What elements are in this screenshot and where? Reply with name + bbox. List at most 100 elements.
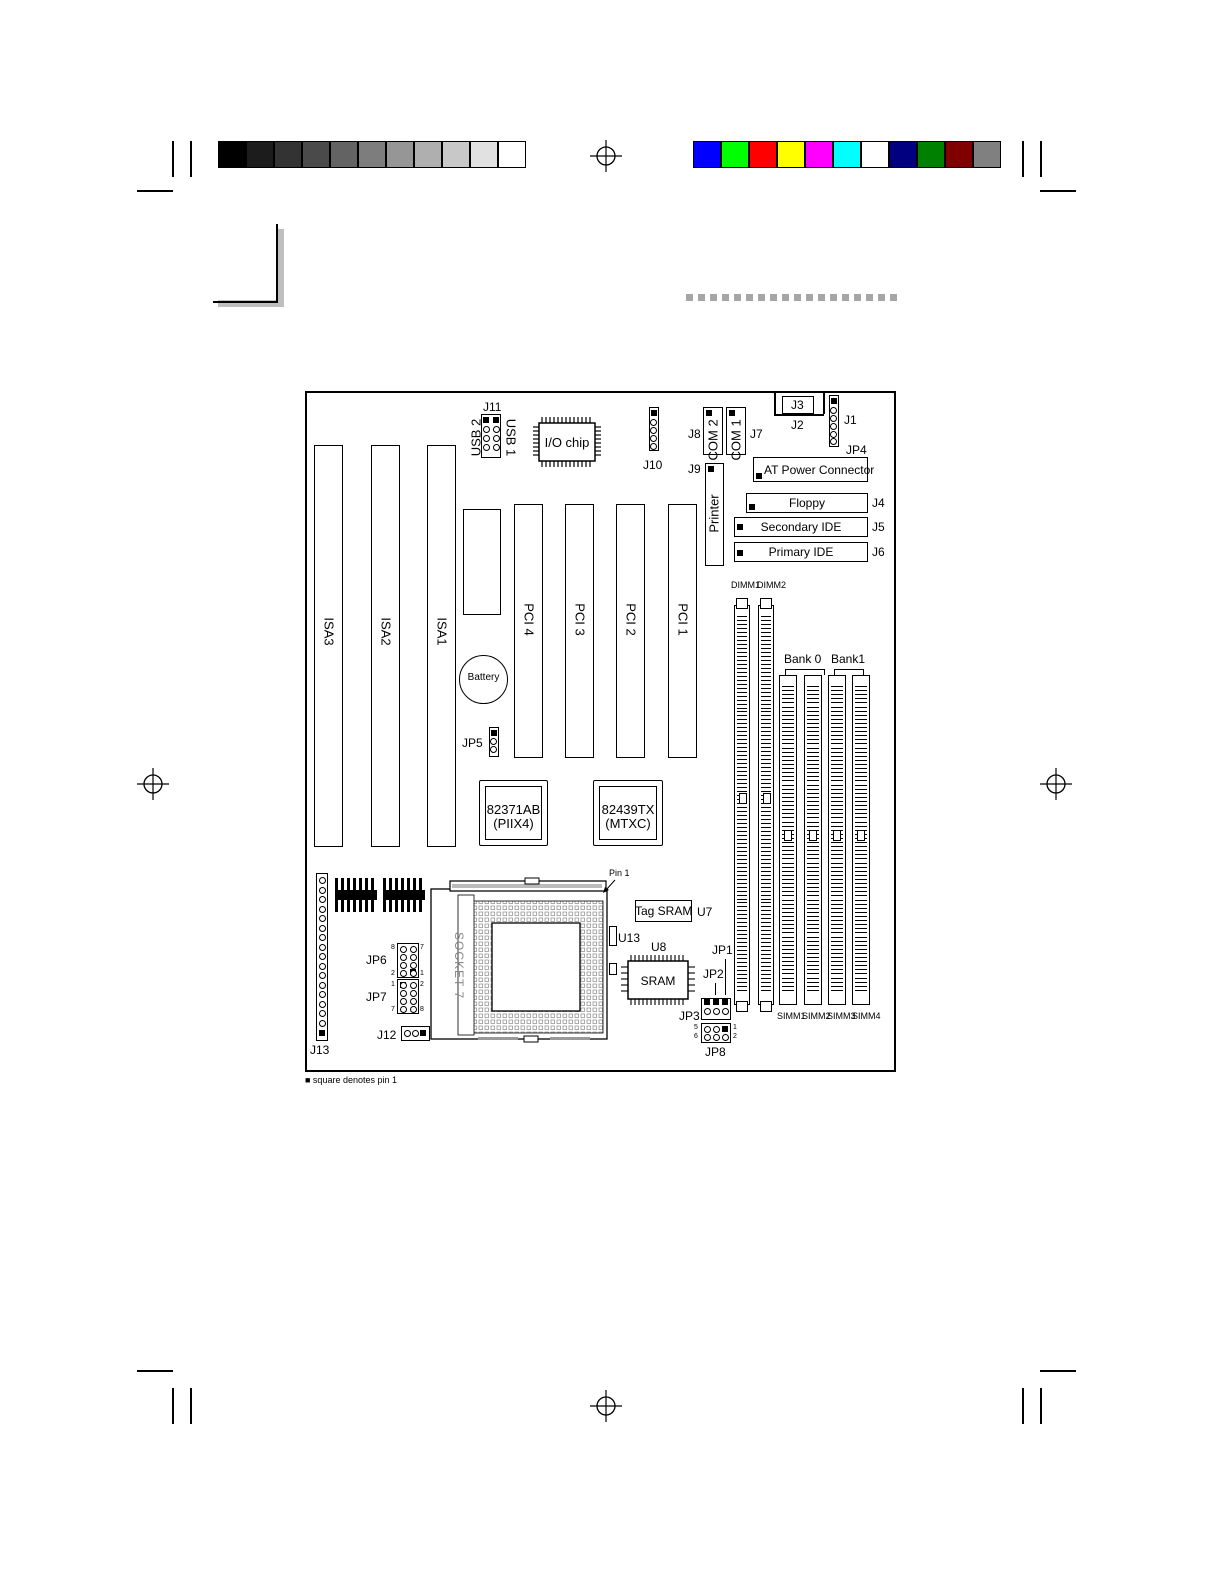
calibration-swatch	[693, 141, 721, 168]
socket-contact	[855, 854, 867, 856]
socket-contact	[831, 759, 843, 761]
socket-contact	[831, 957, 843, 959]
registration-target-right	[1040, 768, 1072, 800]
socket-contact	[807, 796, 819, 798]
socket-contact	[761, 926, 771, 928]
pci1-slot	[668, 504, 697, 758]
socket-contact	[782, 714, 794, 716]
socket-contact	[831, 788, 843, 790]
socket-contact	[807, 920, 819, 922]
socket-contact	[831, 932, 843, 934]
socket-contact	[782, 772, 794, 774]
socket-contact	[737, 826, 747, 828]
socket-contact	[761, 962, 771, 964]
socket-contact	[831, 936, 843, 938]
socket-contact	[761, 942, 771, 944]
socket-contact	[782, 854, 794, 856]
socket-contact	[737, 647, 747, 649]
bios-chip	[463, 509, 501, 615]
socket-contact	[807, 821, 819, 823]
socket-contact	[807, 702, 819, 704]
socket-contact	[807, 866, 819, 868]
socket-contact	[782, 731, 794, 733]
socket-contact	[807, 952, 819, 954]
socket-contact	[855, 932, 867, 934]
calibration-swatch	[330, 141, 358, 168]
socket-contact	[807, 722, 819, 724]
u8-label: U8	[651, 940, 667, 954]
socket-contact	[737, 830, 747, 832]
socket-contact	[831, 751, 843, 753]
socket-contact	[761, 723, 771, 725]
calibration-swatch	[246, 141, 274, 168]
io-chip-label: I/O chip	[544, 435, 590, 450]
socket-contact	[782, 792, 794, 794]
socket-contact	[855, 714, 867, 716]
pin1-arrow-icon	[603, 879, 616, 893]
socket-contact	[761, 846, 771, 848]
socket-contact	[855, 887, 867, 889]
socket-contact	[831, 718, 843, 720]
socket-contact	[831, 706, 843, 708]
socket-contact	[782, 944, 794, 946]
socket-contact	[761, 810, 771, 812]
socket-contact	[855, 759, 867, 761]
rule-dot	[782, 294, 789, 301]
motherboard-outline: ISA3 ISA2 ISA1 PCI 4 PCI 3 PCI 2 PCI 1 B…	[305, 391, 896, 1072]
socket-contact	[807, 936, 819, 938]
calibration-swatch	[274, 141, 302, 168]
socket-contact	[782, 850, 794, 852]
socket-contact	[761, 731, 771, 733]
socket-contact	[782, 764, 794, 766]
socket-contact	[761, 878, 771, 880]
socket-contact	[831, 866, 843, 868]
socket-contact	[831, 895, 843, 897]
socket-contact	[807, 887, 819, 889]
socket-contact	[737, 751, 747, 753]
socket-contact	[761, 862, 771, 864]
socket-contact	[761, 747, 771, 749]
socket-contact	[782, 858, 794, 860]
socket-contact	[855, 686, 867, 687]
jp7-pin1: 1	[391, 981, 395, 988]
socket-contact	[782, 718, 794, 720]
socket-contact	[737, 966, 747, 968]
socket-contact	[761, 838, 771, 840]
socket-contact	[782, 813, 794, 815]
socket-contact	[855, 858, 867, 860]
u13-label: U13	[618, 931, 641, 945]
jp6-pin	[400, 962, 407, 969]
rule-dot	[746, 294, 753, 301]
socket-contact	[807, 751, 819, 753]
simm2-socket	[804, 675, 822, 1005]
socket-contact	[831, 969, 843, 971]
socket-contact	[807, 911, 819, 913]
mtxc-line2: (MTXC)	[605, 816, 651, 831]
calibration-swatch	[945, 141, 973, 168]
socket-contact	[855, 796, 867, 798]
jp7-pin	[410, 982, 417, 989]
socket-contact	[831, 961, 843, 963]
calibration-swatch	[470, 141, 498, 168]
jp7-label: JP7	[366, 990, 387, 1004]
com2-label: COM 2	[705, 419, 721, 461]
socket-contact	[737, 970, 747, 972]
com1-header	[726, 407, 746, 455]
socket-contact	[782, 961, 794, 963]
calibration-swatch	[358, 141, 386, 168]
socket-contact	[855, 969, 867, 971]
jp7-pin	[400, 990, 407, 997]
socket-contact	[761, 655, 771, 657]
socket-contact	[737, 898, 747, 900]
socket-contact	[761, 818, 771, 820]
socket-contact	[782, 879, 794, 880]
jp1-label: JP1	[712, 943, 733, 957]
socket-contact	[761, 679, 771, 681]
socket-contact	[807, 768, 819, 770]
socket-contact	[737, 954, 747, 956]
socket-contact	[761, 890, 771, 892]
socket-contact	[737, 699, 747, 701]
socket-contact	[807, 792, 819, 794]
socket-contact	[831, 911, 843, 913]
com2-header	[703, 407, 723, 455]
